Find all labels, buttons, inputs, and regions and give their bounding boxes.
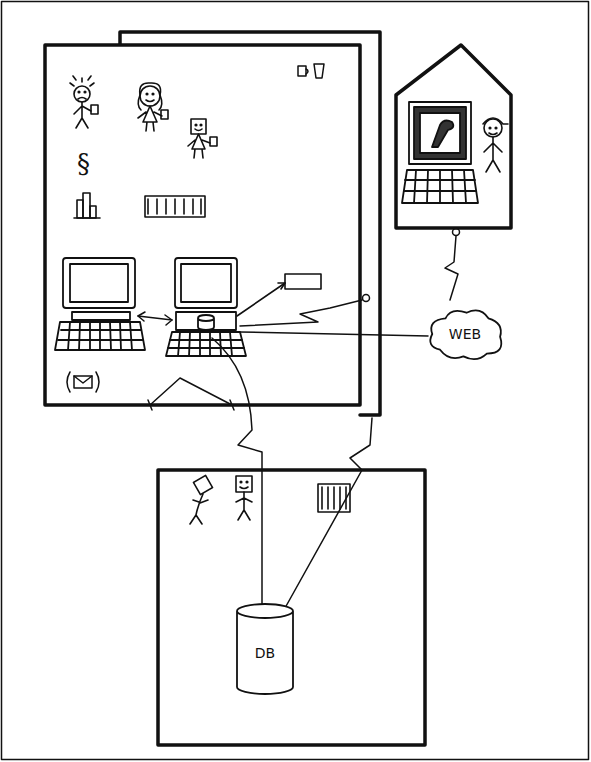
node-text: DB [255, 645, 275, 661]
database-cylinder: DB [236, 604, 294, 694]
web-cloud: WEB [426, 306, 504, 362]
database-cylinder-path [237, 604, 293, 694]
node-text: WEB [449, 326, 481, 342]
law-symbol: § [77, 148, 90, 178]
web-cloud-path [430, 310, 501, 359]
